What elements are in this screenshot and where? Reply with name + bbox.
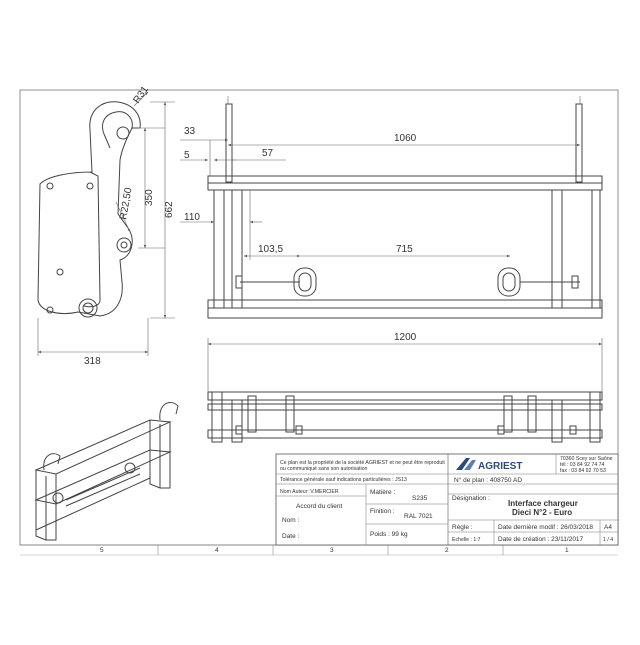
weight: Poids : 99 kg bbox=[370, 531, 408, 538]
company-phone: tél : 03 84 92 74 74 bbox=[560, 462, 605, 468]
material-value: S235 bbox=[412, 495, 428, 502]
top-view bbox=[207, 391, 603, 443]
finish-label: Finition : bbox=[370, 508, 395, 515]
dim-r31: R31 bbox=[131, 84, 151, 106]
dim-57: 57 bbox=[262, 148, 274, 159]
client-agreement: Accord du client bbox=[296, 503, 342, 510]
company-name: AGRIEST bbox=[478, 461, 522, 472]
company-logo: AGRIEST bbox=[456, 458, 522, 472]
client-name-label: Nom : bbox=[282, 517, 300, 524]
designation-line-2: Dieci N°2 - Euro bbox=[512, 508, 572, 517]
grid-col-label: 5 bbox=[100, 547, 104, 554]
sheet-number: 1 / 4 bbox=[603, 537, 613, 543]
isometric-view bbox=[34, 402, 179, 541]
ownership-notice: Ce plan est la propriété de la société A… bbox=[280, 460, 445, 466]
material-label: Matière : bbox=[370, 489, 395, 496]
front-view bbox=[207, 103, 603, 319]
dim-318: 318 bbox=[84, 356, 101, 367]
side-view-dimension-labels: R31 R22,50 350 662 318 bbox=[84, 84, 175, 367]
grid-col-label: 1 bbox=[565, 547, 569, 554]
top-view-dimensions bbox=[207, 338, 603, 392]
paper-format: A4 bbox=[604, 524, 612, 531]
dim-350: 350 bbox=[144, 189, 155, 206]
last-modified-date: Date dernière modif : 26/03/2018 bbox=[498, 524, 593, 531]
dim-110: 110 bbox=[184, 212, 200, 223]
dim-5: 5 bbox=[184, 150, 190, 161]
designation-label: Désignation : bbox=[452, 495, 490, 502]
side-view-dimensions bbox=[37, 91, 175, 356]
grid-col-label: 4 bbox=[215, 547, 219, 554]
dim-33: 33 bbox=[184, 126, 196, 137]
scale: Echelle : 1:7 bbox=[452, 537, 481, 543]
company-fax: fax : 03 84 92 70 53 bbox=[560, 468, 606, 474]
creation-date: Date de création : 23/11/2017 bbox=[498, 536, 584, 543]
front-view-dimensions bbox=[180, 96, 581, 260]
front-view-dimension-labels: 33 5 57 1060 110 103,5 715 bbox=[184, 126, 417, 255]
grid-col-label: 2 bbox=[445, 547, 449, 554]
finish-value: RAL 7021 bbox=[404, 513, 433, 520]
author-name: Nom Auteur: V.MERCIER bbox=[280, 489, 339, 495]
grid-labels: 5 4 3 2 1 bbox=[100, 547, 569, 554]
dim-103-5: 103,5 bbox=[258, 244, 283, 255]
dim-715: 715 bbox=[396, 244, 413, 255]
plan-number: N° de plan : 408750 AD bbox=[454, 476, 522, 484]
side-view bbox=[37, 101, 141, 318]
ownership-notice-2: ou communiqué sans son autorisation bbox=[280, 466, 367, 472]
rule-label: Règle : bbox=[452, 524, 473, 531]
dim-1200: 1200 bbox=[394, 332, 417, 343]
grid-col-label: 3 bbox=[330, 547, 334, 554]
dim-1060: 1060 bbox=[394, 133, 417, 144]
company-address: 70360 Scey sur Saône bbox=[560, 456, 613, 462]
dim-r22-50: R22,50 bbox=[118, 186, 135, 220]
title-block: Ce plan est la propriété de la société A… bbox=[275, 453, 619, 546]
client-date-label: Date : bbox=[282, 533, 300, 540]
designation-line-1: Interface chargeur bbox=[508, 499, 578, 508]
tolerance-note: Tolérance générale sauf indications part… bbox=[280, 477, 407, 483]
dim-662: 662 bbox=[164, 201, 175, 218]
